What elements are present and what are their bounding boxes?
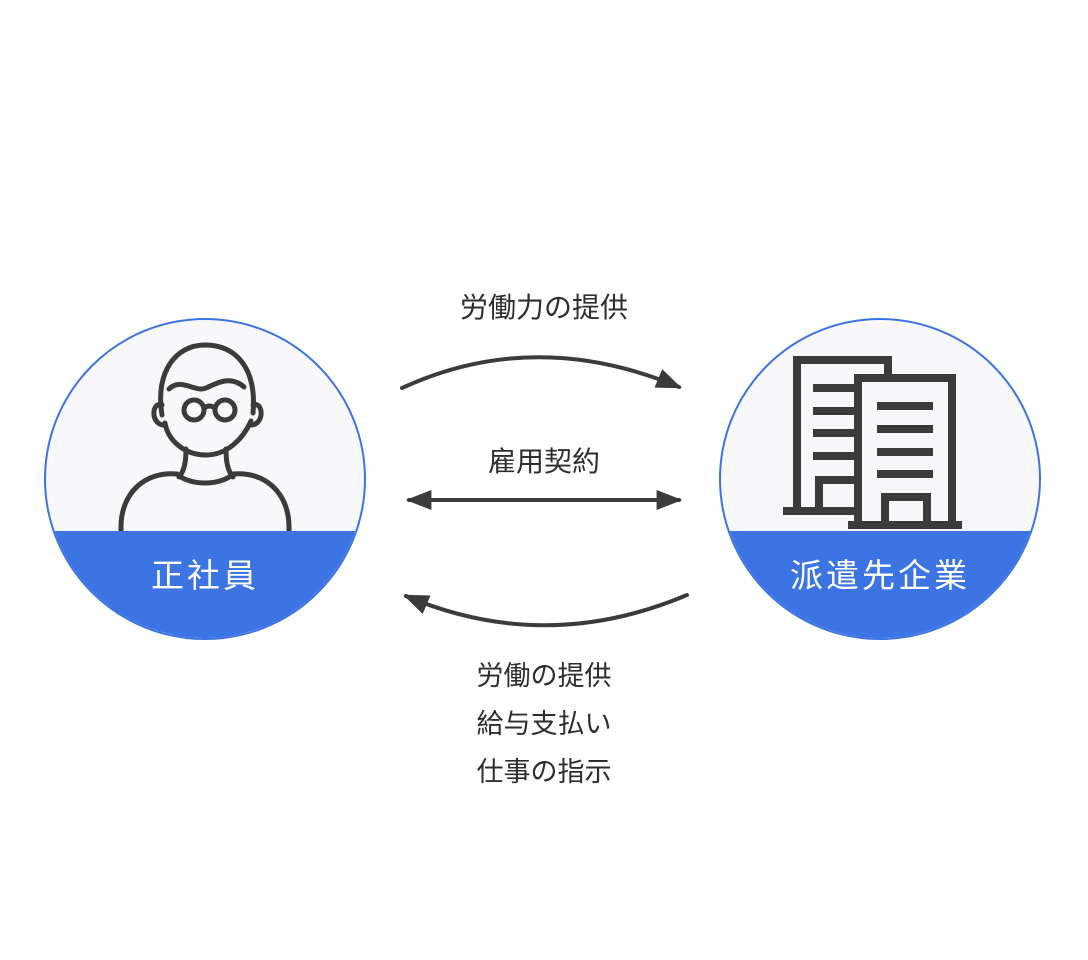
- employee-label: 正社員: [151, 557, 259, 594]
- company-band: 派遣先企業: [721, 531, 1039, 638]
- payment-instruction-arrow: [403, 593, 689, 628]
- person-icon: [118, 342, 292, 535]
- company-label: 派遣先企業: [790, 557, 970, 594]
- return-flow-label-line: 労働の提供: [476, 661, 612, 691]
- return-flow-label-line: 給与支払い: [476, 709, 612, 739]
- company-circle: 派遣先企業: [719, 318, 1041, 640]
- employee-circle: 正社員: [44, 318, 366, 640]
- return-flow-labels: 労働の提供 給与支払い 仕事の指示: [384, 652, 704, 796]
- labor-supply-label: 労働力の提供: [459, 292, 628, 323]
- employment-contract-label: 雇用契約: [487, 446, 600, 477]
- labor-supply-arrow: [400, 355, 682, 390]
- return-flow-label-line: 仕事の指示: [476, 757, 612, 787]
- employee-band: 正社員: [46, 531, 364, 638]
- office-building-icon: [783, 356, 962, 529]
